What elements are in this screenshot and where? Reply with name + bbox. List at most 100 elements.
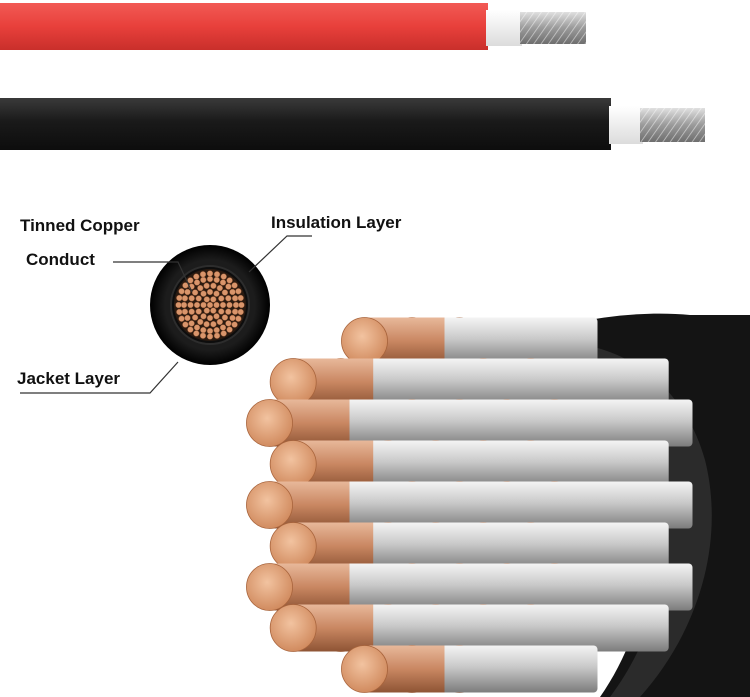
strand-dot	[188, 295, 195, 302]
strand-dot	[235, 288, 242, 295]
strand-dot	[195, 295, 202, 302]
strand-dot	[203, 321, 210, 328]
strand-dot	[206, 333, 214, 340]
label-jacket-layer: Jacket Layer	[17, 369, 121, 388]
strand-dot	[180, 301, 188, 309]
red-cable-jacket	[0, 3, 488, 50]
strand-dot	[213, 271, 221, 278]
strand-dot	[237, 294, 244, 302]
strand-dot	[229, 288, 236, 296]
strand-dot	[206, 314, 214, 322]
strand-dot	[232, 301, 240, 309]
strand-dot	[216, 318, 223, 326]
strand-dot	[206, 270, 214, 277]
strand-dot	[237, 308, 244, 316]
strand-dot	[187, 277, 194, 284]
strand-dot	[213, 332, 221, 339]
strand-dot	[213, 326, 220, 334]
strand-dot	[225, 295, 232, 302]
strand-dot	[213, 313, 220, 320]
strand-dot	[187, 326, 194, 333]
strand-dot	[182, 321, 189, 328]
strand-dot	[188, 308, 195, 315]
strand-dot	[176, 308, 183, 316]
strand-dot	[200, 301, 207, 309]
strand-dot	[229, 314, 236, 322]
cable-cross-section	[150, 245, 270, 365]
strand-dot	[200, 313, 207, 320]
strand-dot	[221, 289, 229, 296]
strand-dot	[225, 308, 232, 315]
wire-strand	[246, 563, 408, 611]
wire-strand	[341, 317, 503, 365]
strand-dot	[184, 288, 191, 296]
strand-dot	[184, 314, 191, 322]
strand-dot	[206, 301, 214, 309]
strand-dot	[231, 295, 239, 302]
strand-dot	[176, 294, 183, 302]
strand-dot	[200, 290, 207, 297]
cable-closeup	[246, 313, 750, 697]
strand-dot	[213, 276, 220, 284]
strand-dot	[225, 283, 232, 290]
strand-dot	[193, 279, 201, 286]
strand-dot	[220, 273, 227, 280]
black-cable-insulation	[609, 106, 643, 144]
wire-strand	[269, 522, 432, 570]
strand-dot	[219, 324, 227, 331]
red-cable	[0, 3, 586, 50]
strand-dot	[203, 296, 210, 303]
strand-dot	[187, 301, 194, 309]
strand-dot	[225, 320, 232, 327]
wire-strand	[246, 399, 408, 447]
strand-dot	[226, 277, 233, 284]
strand-dot	[175, 301, 182, 309]
strand-dot	[210, 296, 217, 303]
strand-dot	[238, 301, 245, 309]
strand-dot	[191, 289, 199, 296]
strand-dot	[181, 295, 189, 302]
leader-line-tinned-copper	[113, 261, 193, 293]
strand-dot	[199, 332, 207, 339]
wire-strand	[269, 440, 432, 488]
strand-dot	[178, 315, 185, 322]
strand-dot	[193, 324, 201, 331]
strand-dot	[178, 288, 185, 295]
label-conduct: Conduct	[26, 250, 95, 269]
strand-dot	[188, 320, 195, 327]
leader-lines	[20, 235, 312, 394]
strand-dot	[193, 301, 201, 309]
strand-dot	[197, 284, 204, 292]
wire-strand	[341, 645, 503, 693]
label-tinned-copper: Tinned Copper	[20, 216, 140, 235]
strand-dot	[203, 282, 210, 289]
strand-dot	[219, 279, 227, 286]
strand-dot	[220, 330, 227, 337]
strand-dot	[193, 273, 200, 280]
wire-strand	[269, 358, 432, 406]
strand-dot	[195, 308, 202, 315]
strand-dot	[231, 282, 238, 289]
strand-dot	[219, 301, 227, 309]
strand-dot	[206, 327, 214, 335]
strand-dot	[231, 321, 238, 328]
strand-dot	[235, 315, 242, 322]
black-cable	[0, 98, 705, 150]
conductor-strands	[175, 270, 245, 340]
strand-dot	[203, 307, 210, 314]
strand-dot	[200, 326, 207, 334]
red-cable-insulation	[486, 10, 522, 46]
strand-dot	[216, 284, 223, 292]
strand-dot	[226, 301, 233, 309]
conductor-wire-bundle	[246, 317, 693, 693]
strand-dot	[226, 326, 233, 333]
strand-dot	[199, 271, 207, 278]
strand-dot	[218, 308, 225, 315]
strand-dot	[191, 314, 199, 321]
strand-dot	[206, 288, 214, 296]
strand-dot	[213, 290, 220, 297]
strand-dot	[210, 321, 217, 328]
strand-dot	[231, 308, 239, 315]
strand-dot	[193, 330, 200, 337]
